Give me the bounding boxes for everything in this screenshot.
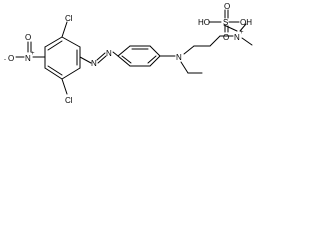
azo-nitrogen-2-label: N bbox=[106, 49, 112, 58]
nitro-nitrogen-label: N bbox=[25, 54, 31, 63]
nitro-oxygen-top-label: O bbox=[25, 33, 31, 42]
ammonium-charge: + bbox=[240, 30, 244, 36]
sulfate-oh-label: OH bbox=[240, 18, 252, 27]
sulfate-oxygen-top-label: O bbox=[224, 2, 230, 11]
chlorine-top-label: Cl bbox=[65, 14, 73, 23]
azo-nitrogen-1-label: N bbox=[91, 59, 97, 68]
ammonium-nitrogen-label: N bbox=[234, 33, 240, 42]
nitro-oxygen-left-label: O bbox=[8, 54, 14, 63]
chlorine-bottom-label: Cl bbox=[65, 96, 73, 105]
nitro-nitrogen-charge: + bbox=[31, 51, 35, 57]
sulfate-sulfur-label: S bbox=[223, 18, 228, 27]
dichloronitrophenyl-ring bbox=[44, 36, 81, 80]
sulfate-ho-label: HO bbox=[198, 18, 210, 27]
phenylene-ring bbox=[117, 45, 161, 67]
hydrogen-sulfate: O HO S OH O bbox=[198, 2, 252, 42]
sulfate-oxygen-bottom-label: O bbox=[223, 33, 229, 42]
chemical-structure: Cl Cl N + O O - N N N N + O bbox=[4, 2, 253, 105]
nitro-oxygen-charge: - bbox=[4, 57, 6, 63]
amine-nitrogen-label: N bbox=[176, 53, 182, 62]
